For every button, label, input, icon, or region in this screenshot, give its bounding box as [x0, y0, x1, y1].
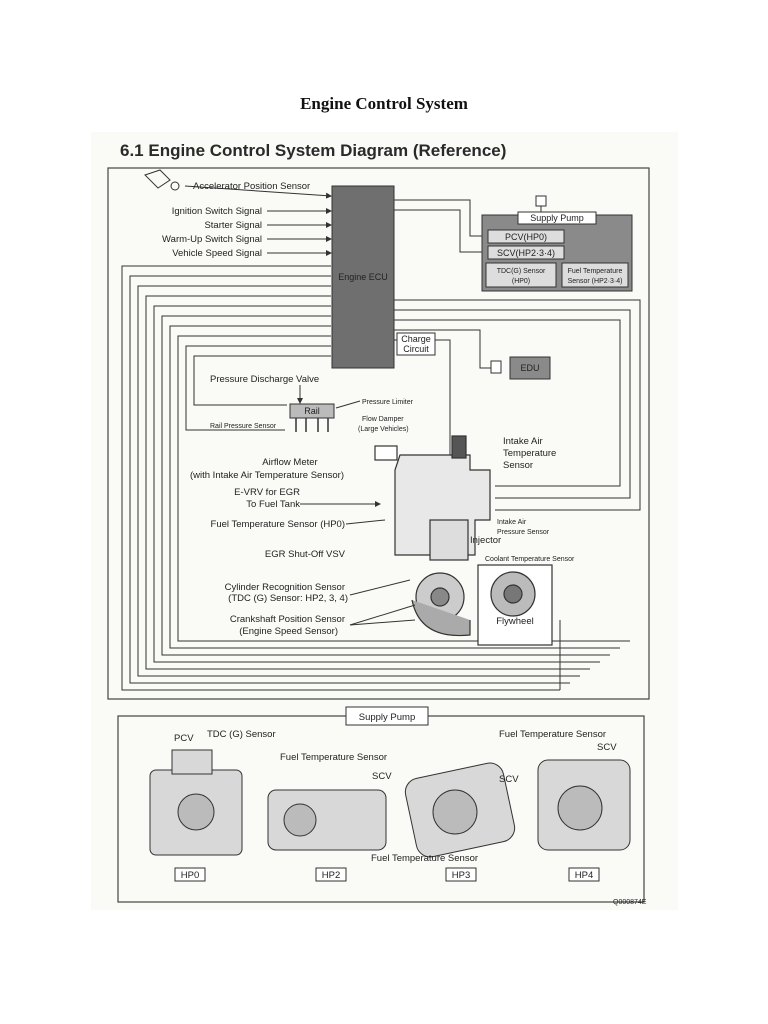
- injector-label: Injector: [470, 535, 501, 546]
- bottom-scv-hp3: SCV: [499, 774, 519, 785]
- fuel-temp-sensor-hp234: Fuel Temperature: [568, 268, 623, 275]
- charge-circuit: Charge: [401, 334, 431, 344]
- scv-hp234: SCV(HP2·3·4): [497, 248, 555, 258]
- pcv-hp0: PCV(HP0): [505, 232, 547, 242]
- svg-text:Circuit: Circuit: [403, 344, 429, 354]
- figure-code: Q000874E: [613, 899, 647, 906]
- common-rail: [289, 403, 335, 419]
- pressure-discharge-valve: Pressure Discharge Valve: [210, 374, 319, 385]
- wiring-harness: [121, 199, 641, 691]
- accelerator-pedal-icon: [144, 169, 171, 189]
- model-hp0: HP0: [181, 870, 199, 881]
- flow-damper: Flow Damper: [362, 416, 404, 423]
- model-hp2: HP2: [322, 870, 340, 881]
- pressure-limiter: Pressure Limiter: [362, 399, 414, 406]
- section-title: 6.1 Engine Control System Diagram (Refer…: [120, 141, 507, 160]
- edu-box: [509, 356, 551, 380]
- input-starter: Starter Signal: [204, 220, 262, 231]
- input-warmup: Warm-Up Switch Signal: [162, 234, 262, 245]
- svg-text:Pressure Sensor: Pressure Sensor: [497, 529, 550, 536]
- svg-text:Sensor (HP2·3·4): Sensor (HP2·3·4): [568, 278, 623, 285]
- svg-text:To Fuel Tank: To Fuel Tank: [246, 499, 300, 510]
- rail-pressure-sensor: Rail Pressure Sensor: [210, 423, 277, 430]
- svg-text:(TDC (G) Sensor: HP2, 3, 4): (TDC (G) Sensor: HP2, 3, 4): [228, 593, 348, 604]
- diagram-frame: [107, 167, 650, 700]
- airflow-meter: Airflow Meter: [262, 457, 317, 468]
- svg-text:(with Intake Air Temperature S: (with Intake Air Temperature Sensor): [190, 470, 344, 481]
- tdc-sensor-hp0: TDC(G) Sensor: [497, 268, 546, 275]
- edu-label: EDU: [520, 363, 539, 373]
- svg-text:Sensor: Sensor: [503, 460, 533, 471]
- model-hp3: HP3: [452, 870, 470, 881]
- pump-illustrations: [149, 749, 631, 858]
- page-title: Engine Control System: [300, 94, 468, 113]
- flywheel-label: Flywheel: [496, 616, 534, 627]
- svg-text:(HP0): (HP0): [512, 278, 530, 285]
- egr-shutoff-vsv: EGR Shut-Off VSV: [265, 549, 346, 560]
- engine-schematic: [374, 435, 553, 646]
- input-ignition: Ignition Switch Signal: [172, 206, 262, 217]
- bottom-supply-pump-title: Supply Pump: [359, 712, 416, 723]
- model-hp4: HP4: [575, 870, 593, 881]
- bottom-scv-hp2: SCV: [372, 771, 392, 782]
- svg-text:Temperature: Temperature: [503, 448, 556, 459]
- svg-text:(Engine Speed Sensor): (Engine Speed Sensor): [239, 626, 338, 637]
- bottom-fts-hp4: Fuel Temperature Sensor: [499, 729, 606, 740]
- engine-ecu-label: Engine ECU: [338, 272, 388, 282]
- bottom-pcv: PCV: [174, 733, 194, 744]
- bottom-fts-hp2: Fuel Temperature Sensor: [280, 752, 387, 763]
- bottom-fts-hp3: Fuel Temperature Sensor: [371, 853, 478, 864]
- input-accelerator: Accelerator Position Sensor: [193, 181, 310, 192]
- fuel-temp-sensor-hp0: Fuel Temperature Sensor (HP0): [211, 519, 345, 530]
- bottom-tdc-sensor: TDC (G) Sensor: [207, 729, 276, 740]
- evrv-egr: E-VRV for EGR: [234, 487, 300, 498]
- cylinder-recognition-sensor: Cylinder Recognition Sensor: [225, 582, 345, 593]
- engine-ecu-box: [331, 185, 395, 369]
- intake-air-temp-sensor: Intake Air: [503, 436, 543, 447]
- rail-label: Rail: [304, 406, 320, 416]
- input-vehicle-speed: Vehicle Speed Signal: [172, 248, 262, 259]
- crankshaft-position-sensor: Crankshaft Position Sensor: [230, 614, 345, 625]
- intake-air-pressure-sensor: Intake Air: [497, 519, 527, 526]
- coolant-temp-sensor: Coolant Temperature Sensor: [485, 556, 575, 563]
- svg-text:(Large Vehicles): (Large Vehicles): [358, 426, 409, 433]
- bottom-scv-hp4: SCV: [597, 742, 617, 753]
- supply-pump-title: Supply Pump: [530, 213, 584, 223]
